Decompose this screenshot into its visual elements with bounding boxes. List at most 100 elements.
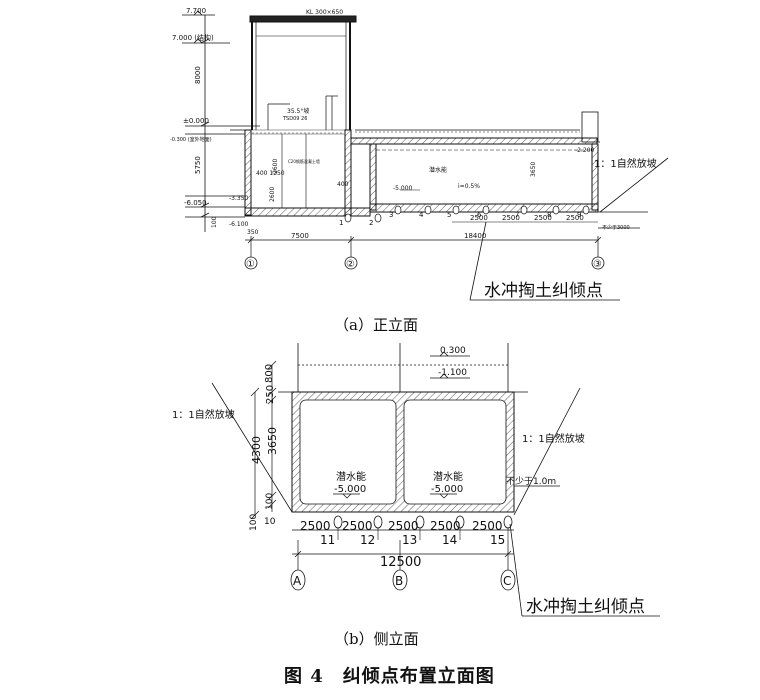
- side-point-label: 12: [360, 533, 375, 547]
- front-elevation: 7.700 7.000 (结构) ±0.000 -0.300 (室外地面) -3…: [170, 7, 669, 301]
- dim-100-b: 100: [249, 514, 259, 531]
- slope-label-front: i=0.5%: [458, 183, 480, 190]
- side-slope-right: 1：1自然放坡: [522, 432, 585, 445]
- side-pump-left: 潜水能: [336, 470, 366, 483]
- front-point-marker: [452, 205, 460, 215]
- front-span-label: 2500: [470, 214, 488, 222]
- elev-3350: -3.350: [229, 195, 249, 202]
- dim-7500: 7500: [291, 232, 309, 240]
- front-point-marker: [552, 205, 560, 215]
- dim-400-1250: 400 1250: [256, 170, 285, 177]
- side-overall-dims: [292, 540, 514, 572]
- dim-350: 350: [247, 229, 259, 236]
- side-top: [278, 343, 528, 393]
- elev-6100: -6.100: [229, 221, 249, 228]
- side-slopes: [211, 382, 581, 516]
- front-caption: （a）正立面: [334, 316, 418, 334]
- front-point-marker: [344, 213, 352, 223]
- side-callout-leader: [509, 523, 660, 617]
- side-span-label: 2500: [388, 519, 419, 533]
- front-span-label: 2500: [534, 214, 552, 222]
- side-pump-marks: [333, 493, 457, 499]
- dim-10: 10: [264, 517, 276, 527]
- side-callout: 水冲掏土纠倾点: [526, 597, 645, 617]
- dim-3650-side: 3650: [266, 427, 279, 455]
- side-slope-left: 1：1自然放坡: [172, 408, 235, 421]
- ts-label: TSD09 26: [282, 116, 307, 122]
- side-elev-1100: -1.100: [438, 368, 467, 378]
- front-point-marker: [424, 205, 432, 215]
- front-tank: [350, 111, 599, 213]
- dim-250: 250: [265, 385, 276, 404]
- side-caption: （b）侧立面: [334, 630, 419, 648]
- front-point-label: 6: [477, 211, 482, 219]
- side-total: 12500: [380, 555, 421, 570]
- angle-label: 35.5°坡: [287, 107, 309, 115]
- front-slope-label: 1：1自然放坡: [594, 157, 657, 170]
- elev-7700: 7.700: [186, 7, 206, 15]
- axis-3: ③: [593, 259, 602, 270]
- axis-1: ①: [246, 259, 255, 270]
- side-box: [291, 391, 515, 513]
- axis-2: ②: [346, 259, 355, 270]
- side-span-label: 2500: [300, 519, 331, 533]
- elev-2200: -2.200: [575, 147, 595, 154]
- front-axes: [244, 256, 605, 270]
- dim-4300: 4300: [250, 436, 263, 464]
- front-slope-right: [598, 141, 669, 229]
- front-point-label: 4: [419, 211, 424, 219]
- side-point-marker: [373, 515, 383, 529]
- side-left-dims: [250, 360, 277, 520]
- side-elev-0300: 0.300: [440, 346, 466, 356]
- axis-c: C: [503, 574, 511, 588]
- beam-label: KL 300×650: [306, 9, 343, 16]
- wall-label: C20钢筋混凝土墙: [288, 158, 320, 164]
- front-point-label: 1: [339, 219, 343, 227]
- min-dist-front: 不少于3000: [602, 225, 630, 231]
- side-span-label: 2500: [472, 519, 503, 533]
- front-overall-dims: [245, 236, 602, 258]
- side-span-labels: 2500 2500 2500 2500 2500: [300, 519, 503, 533]
- dim-8000: 8000: [194, 66, 202, 84]
- front-point-label: 9: [577, 211, 581, 219]
- front-superstructure: [249, 15, 357, 130]
- dim-400: 400: [337, 181, 349, 188]
- elev-0300: -0.300 (室外地面): [170, 136, 212, 143]
- front-point-marker: [582, 205, 590, 215]
- elev-6050: -6.050: [184, 199, 207, 207]
- front-point-marker: [482, 205, 490, 215]
- front-elevation-marks: [182, 10, 260, 232]
- dim-5750: 5750: [194, 156, 202, 174]
- front-callout: 水冲掏土纠倾点: [484, 281, 603, 301]
- side-span-label: 2500: [342, 519, 373, 533]
- front-callout-leader: [469, 221, 620, 301]
- side-min-dist: 不少于1.0m: [506, 476, 556, 487]
- pump-label-front: 潜水能: [429, 166, 447, 174]
- front-span-label: 2500: [566, 214, 584, 222]
- dim-3650-front: 3650: [530, 162, 537, 177]
- side-pump-elev-right: -5.000: [431, 484, 463, 495]
- side-point-label: 14: [442, 533, 457, 547]
- dim-2600-b: 2600: [269, 187, 276, 202]
- dim-100: 100: [211, 216, 218, 228]
- side-point-label: 11: [320, 533, 335, 547]
- axis-b: B: [395, 574, 403, 588]
- side-point-marker: [503, 515, 513, 529]
- front-point-label: 5: [447, 211, 451, 219]
- axis-a: A: [293, 574, 302, 588]
- side-span-label: 2500: [430, 519, 461, 533]
- side-pump-right: 潜水能: [433, 470, 463, 483]
- front-span-label: 2500: [502, 214, 520, 222]
- side-axes: [290, 569, 516, 591]
- front-point-marker: [520, 205, 528, 215]
- figure-title: 图 4 纠倾点布置立面图: [284, 666, 495, 687]
- side-elevation: 0.300 -1.100 800 250 4300 3650 100 100 1…: [172, 343, 660, 617]
- side-point-marker: [333, 515, 343, 529]
- elev-5000-front: -5.000: [393, 185, 413, 192]
- side-point-label: 13: [402, 533, 417, 547]
- dim-2600-a: 2600: [272, 159, 279, 174]
